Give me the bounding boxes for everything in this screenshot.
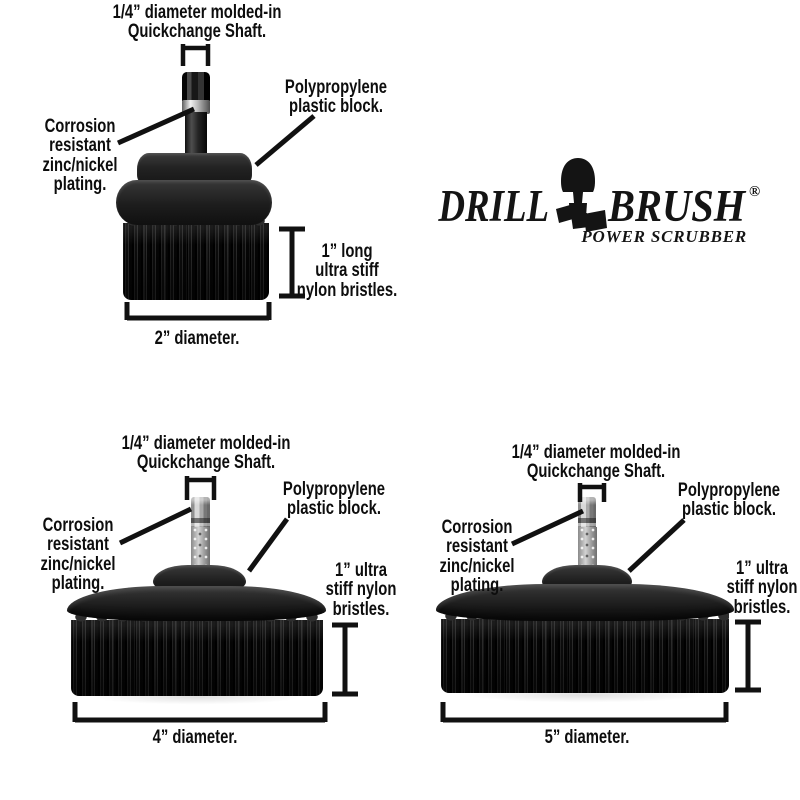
- plating-leader-line-5in: [510, 508, 585, 547]
- block-leader-line-4in: [246, 517, 290, 573]
- label-block-5in: Polypropylene plastic block.: [677, 480, 781, 521]
- label-diameter-2in: 2” diameter.: [154, 328, 240, 349]
- logo-drill-text: DRILL: [438, 181, 550, 231]
- label-plating-5in: Corrosion resistant zinc/nickel plating.: [439, 517, 515, 597]
- hex-shaft-4in: [191, 497, 210, 530]
- shaft-rod-5in: [578, 527, 597, 570]
- plastic-block-collar-2in: [116, 180, 272, 225]
- diameter-bracket-4in: [72, 702, 328, 723]
- bristles-2in: [123, 223, 269, 300]
- logo-brush-text: BRUSH: [608, 181, 746, 231]
- bristle-height-bracket-4in: [332, 622, 358, 697]
- shaft-width-bracket-4in: [184, 476, 217, 500]
- bristles-5in: [441, 619, 729, 693]
- bristle-height-bracket-5in: [735, 619, 761, 693]
- registered-trademark-symbol: ®: [749, 184, 761, 200]
- hex-shaft-5in: [578, 497, 596, 530]
- label-plating-4in: Corrosion resistant zinc/nickel plating.: [40, 515, 116, 595]
- block-leader-line-5in: [627, 518, 686, 573]
- shaft-width-bracket-2in: [180, 44, 211, 66]
- hex-bit-2in: [182, 72, 210, 102]
- shaft-width-bracket-5in: [577, 483, 607, 502]
- plastic-block-disc-5in: [436, 584, 734, 621]
- label-shaft-4in: 1/4” diameter molded-in Quickchange Shaf…: [121, 433, 291, 474]
- shaft-rod-4in: [191, 527, 210, 570]
- label-shaft-2in: 1/4” diameter molded-in Quickchange Shaf…: [112, 2, 282, 43]
- label-bristles-2in: 1” long ultra stiff nylon bristles.: [296, 241, 398, 301]
- label-bristles-5in: 1” ultra stiff nylon bristles.: [726, 558, 798, 618]
- diameter-bracket-5in: [440, 702, 729, 723]
- block-leader-line-2in: [254, 114, 316, 167]
- label-plating-2in: Corrosion resistant zinc/nickel plating.: [42, 116, 118, 196]
- label-bristles-4in: 1” ultra stiff nylon bristles.: [325, 560, 397, 620]
- plastic-block-disc-4in: [67, 586, 326, 621]
- label-block-2in: Polypropylene plastic block.: [284, 77, 388, 118]
- plating-leader-line-2in: [116, 106, 196, 146]
- bristles-4in: [71, 620, 323, 696]
- logo-tagline: POWER SCRUBBER: [581, 227, 747, 246]
- plastic-block-top-2in: [137, 153, 252, 185]
- plating-leader-line-4in: [118, 506, 193, 546]
- diameter-bracket-2in: [124, 302, 272, 321]
- label-diameter-4in: 4” diameter.: [152, 727, 238, 748]
- label-diameter-5in: 5” diameter.: [544, 727, 630, 748]
- bristle-height-bracket-2in: [279, 226, 305, 299]
- label-block-4in: Polypropylene plastic block.: [282, 479, 386, 520]
- drill-silhouette-icon: [556, 158, 607, 232]
- shaft-rod-2in: [185, 112, 207, 160]
- label-shaft-5in: 1/4” diameter molded-in Quickchange Shaf…: [511, 442, 681, 483]
